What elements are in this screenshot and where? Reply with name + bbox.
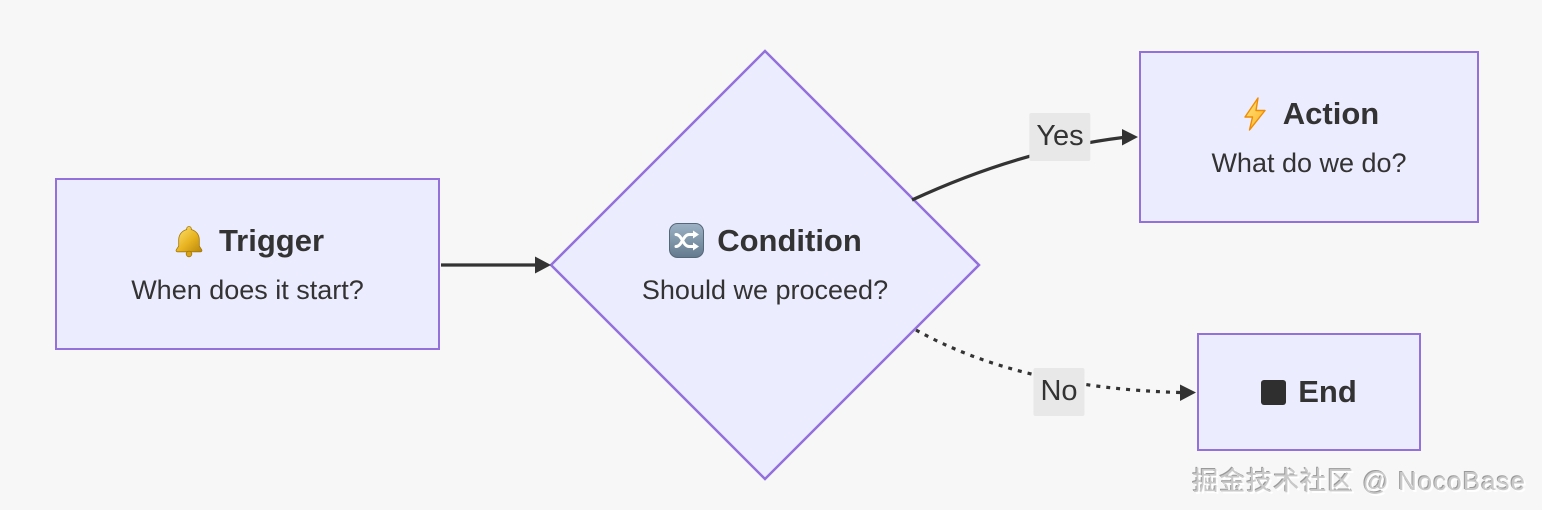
arrowhead-trigger-to-condition bbox=[535, 256, 551, 274]
black-square-icon bbox=[1261, 379, 1287, 405]
action-title: Action bbox=[1282, 95, 1380, 131]
node-trigger: Trigger When does it start? bbox=[55, 178, 440, 350]
condition-title-row: Condition bbox=[668, 222, 862, 259]
action-subtitle: What do we do? bbox=[1211, 147, 1407, 178]
trigger-title-row: Trigger bbox=[171, 223, 324, 259]
edge-label-no: No bbox=[1033, 368, 1085, 416]
action-title-row: Action bbox=[1239, 96, 1379, 132]
edge-label-yes: Yes bbox=[1029, 113, 1091, 161]
bell-icon bbox=[171, 223, 207, 259]
end-title: End bbox=[1298, 373, 1357, 409]
node-end: End bbox=[1197, 333, 1421, 451]
condition-diamond-shape bbox=[549, 49, 981, 481]
edge-condition-to-action bbox=[911, 135, 1124, 202]
node-action: Action What do we do? bbox=[1139, 51, 1479, 223]
trigger-subtitle: When does it start? bbox=[131, 274, 364, 305]
trigger-title: Trigger bbox=[218, 222, 325, 258]
condition-title: Condition bbox=[717, 222, 862, 258]
edge-condition-to-end bbox=[915, 328, 1181, 395]
watermark-text: 掘金技术社区 @ NocoBase bbox=[1192, 466, 1526, 496]
shuffle-icon bbox=[668, 222, 705, 259]
condition-subtitle: Should we proceed? bbox=[641, 275, 889, 306]
arrowhead-condition-to-end bbox=[1180, 384, 1196, 401]
lightning-icon bbox=[1239, 96, 1271, 132]
end-title-row: End bbox=[1261, 373, 1357, 409]
node-condition: Condition Should we proceed? bbox=[595, 178, 935, 350]
arrowhead-condition-to-action bbox=[1122, 129, 1138, 146]
